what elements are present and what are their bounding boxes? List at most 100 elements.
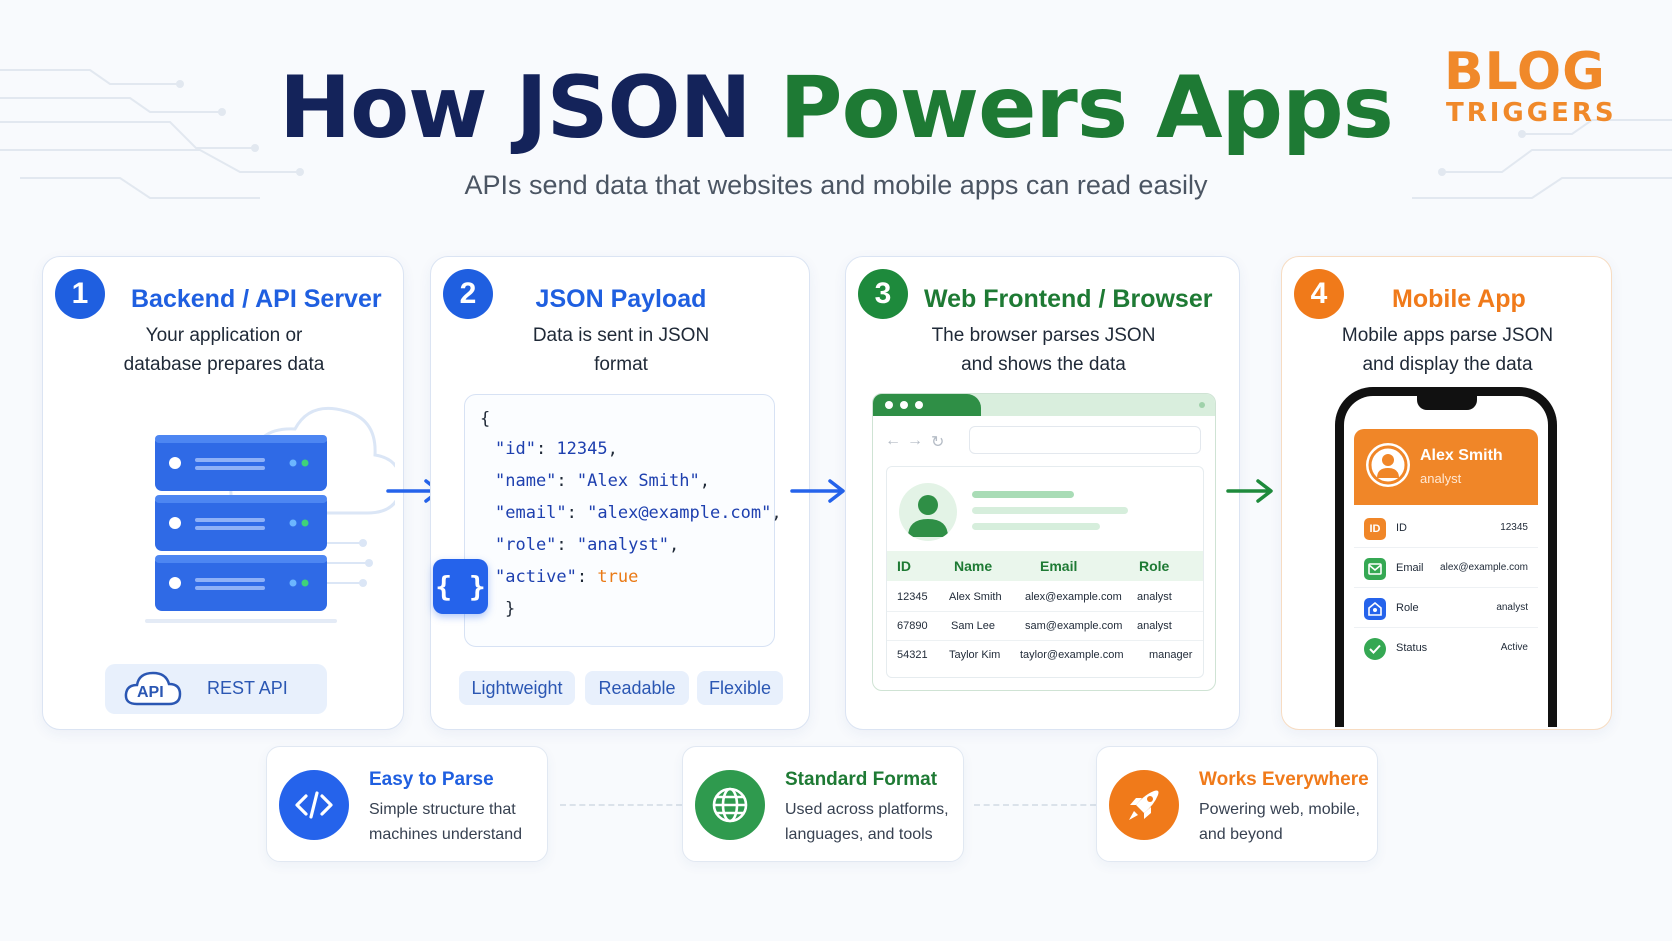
step-description: The browser parses JSON and shows the da…: [846, 321, 1241, 379]
feature-description-line: machines understand: [369, 826, 522, 843]
forward-arrow-icon: →: [907, 432, 923, 449]
check-icon: [1364, 638, 1386, 660]
api-cloud-icon: [124, 671, 182, 706]
role-icon: [1364, 598, 1386, 620]
table-cell: alex@example.com: [1025, 591, 1122, 603]
json-key: "email": [495, 503, 567, 523]
table-cell: manager: [1149, 649, 1193, 661]
feature-description-line: languages, and tools: [785, 826, 933, 843]
step-description: Your application or database prepares da…: [43, 321, 405, 379]
step-description-line: and shows the data: [961, 354, 1126, 375]
logo-line-1: BLOG: [1444, 42, 1606, 102]
step-description-line: The browser parses JSON: [931, 325, 1156, 346]
table-header-cell: Role: [1139, 558, 1170, 574]
placeholder-bar: [972, 507, 1128, 514]
server-stack-icon: [145, 406, 395, 623]
json-line: "email": "alex@example.com",: [495, 503, 782, 523]
circuit-decoration-left: [0, 69, 304, 199]
back-arrow-icon: ←: [885, 432, 901, 449]
table-cell: 54321: [897, 649, 928, 661]
rocket-icon: [1109, 770, 1179, 840]
profile-field-label: Email: [1396, 562, 1424, 574]
feature-description-line: Simple structure that: [369, 801, 516, 818]
step-description-line: Your application or: [145, 325, 303, 346]
table-row-divider: [887, 640, 1203, 641]
step-title: JSON Payload: [535, 285, 707, 313]
window-dot-icon: [885, 401, 893, 409]
code-icon: [279, 770, 349, 840]
phone-mockup: Alex Smith analyst ID ID 12345 Email ale…: [1335, 387, 1557, 727]
mail-icon: [1364, 558, 1386, 580]
table-cell: taylor@example.com: [1020, 649, 1124, 661]
json-line: "name": "Alex Smith",: [495, 471, 710, 491]
step-number-badge: 3: [858, 269, 908, 319]
window-dot-icon: [900, 401, 908, 409]
placeholder-bar: [972, 523, 1100, 530]
url-bar: [969, 426, 1201, 454]
logo-line-2: TRIGGERS: [1446, 98, 1617, 128]
feature-description: Powering web, mobile, and beyond: [1199, 797, 1374, 847]
feature-title: Easy to Parse: [369, 769, 494, 790]
refresh-icon: ↻: [931, 434, 945, 451]
page-title: How JSON Powers Apps: [0, 58, 1672, 158]
json-value: "alex@example.com": [587, 503, 772, 523]
json-close-brace: }: [505, 599, 516, 619]
table-cell: analyst: [1137, 591, 1172, 603]
browser-tab: [873, 394, 981, 416]
step-card-json-payload: 2 JSON Payload Data is sent in JSON form…: [430, 256, 810, 730]
json-value: "analyst": [576, 535, 670, 555]
title-part-2: Powers Apps: [779, 58, 1394, 158]
table-cell: Taylor Kim: [949, 649, 1001, 661]
json-pill-lightweight: Lightweight: [459, 671, 575, 705]
profile-name: Alex Smith: [1420, 447, 1503, 464]
feature-description-line: and beyond: [1199, 826, 1283, 843]
globe-icon: [695, 770, 765, 840]
user-avatar-icon: [899, 483, 957, 541]
json-line: "role": "analyst",: [495, 535, 680, 555]
browser-window: ← → ↻ ID Name Email Role 12345 Alex Smit…: [872, 393, 1216, 691]
step-number-badge: 4: [1294, 269, 1344, 319]
table-header: [887, 551, 1203, 581]
profile-field-row: Email alex@example.com: [1354, 549, 1538, 588]
step-title: Backend / API Server: [131, 285, 382, 313]
json-value: 12345: [556, 439, 608, 459]
rest-api-label: REST API: [207, 678, 288, 698]
step-card-web-frontend: 3 Web Frontend / Browser The browser par…: [845, 256, 1240, 730]
table-cell: Sam Lee: [951, 620, 996, 632]
id-icon: ID: [1364, 518, 1386, 540]
step-card-mobile-app: 4 Mobile App Mobile apps parse JSON and …: [1281, 256, 1612, 730]
flow-arrow-icon: [790, 479, 845, 503]
feature-description: Simple structure that machines understan…: [369, 797, 544, 847]
profile-avatar-icon: [1366, 443, 1410, 487]
profile-field-label: ID: [1396, 522, 1407, 534]
table-cell: 67890: [897, 620, 928, 632]
step-number-badge: 2: [443, 269, 493, 319]
step-description-line: and display the data: [1362, 354, 1533, 375]
json-braces-icon: { }: [433, 559, 488, 614]
profile-field-value: 12345: [1500, 522, 1528, 533]
table-header-cell: ID: [897, 558, 911, 574]
circuit-decoration-right: [1412, 119, 1672, 199]
table-cell: sam@example.com: [1025, 620, 1123, 632]
profile-header: Alex Smith analyst: [1354, 429, 1538, 505]
step-description: Data is sent in JSON format: [431, 321, 811, 379]
step-description-line: format: [594, 354, 648, 375]
feature-card-easy-parse: Easy to Parse Simple structure that mach…: [266, 746, 548, 862]
feature-description-line: Used across platforms,: [785, 801, 949, 818]
profile-field-value: alex@example.com: [1440, 562, 1528, 573]
connector-dashed-line: [560, 804, 682, 806]
step-description-line: database prepares data: [123, 354, 325, 375]
table-cell: 12345: [897, 591, 928, 603]
step-title: Web Frontend / Browser: [924, 285, 1213, 313]
profile-field-label: Role: [1396, 602, 1419, 614]
feature-description: Used across platforms, languages, and to…: [785, 797, 960, 847]
feature-card-standard-format: Standard Format Used across platforms, l…: [682, 746, 964, 862]
placeholder-bar: [972, 491, 1074, 498]
feature-description-line: Powering web, mobile,: [1199, 801, 1360, 818]
json-line: "active": true: [495, 567, 639, 587]
phone-notch: [1417, 394, 1477, 410]
api-icon-label: API: [137, 684, 164, 701]
step-description-line: Data is sent in JSON: [532, 325, 710, 346]
profile-field-row: Status Active: [1354, 629, 1538, 668]
profile-field-row: ID ID 12345: [1354, 509, 1538, 548]
